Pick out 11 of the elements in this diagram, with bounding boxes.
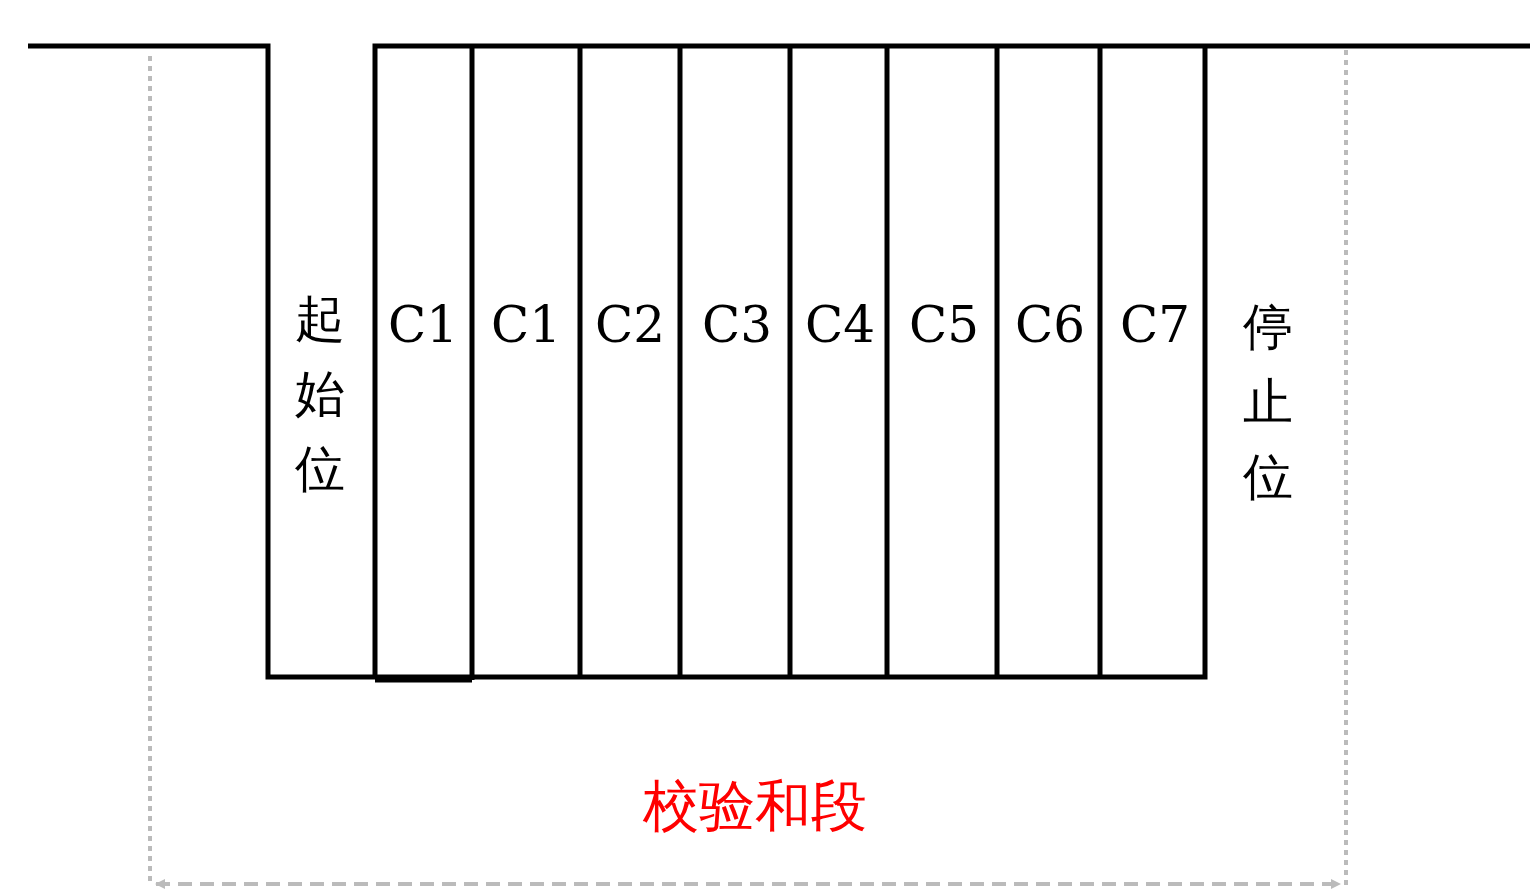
bit-label: C7 <box>1120 300 1191 350</box>
bit-label: C3 <box>702 300 773 350</box>
bit-label: C2 <box>595 300 666 350</box>
bit-label: C1 <box>491 300 562 350</box>
field-label: 校验和段 <box>643 778 867 834</box>
bit-label: 停止位 <box>1243 297 1293 508</box>
bit-label: C4 <box>805 300 876 350</box>
bit-label: C1 <box>388 300 459 350</box>
bit-label: C6 <box>1015 300 1086 350</box>
bit-label: 起始位 <box>295 289 345 500</box>
bit-label: C5 <box>909 300 980 350</box>
